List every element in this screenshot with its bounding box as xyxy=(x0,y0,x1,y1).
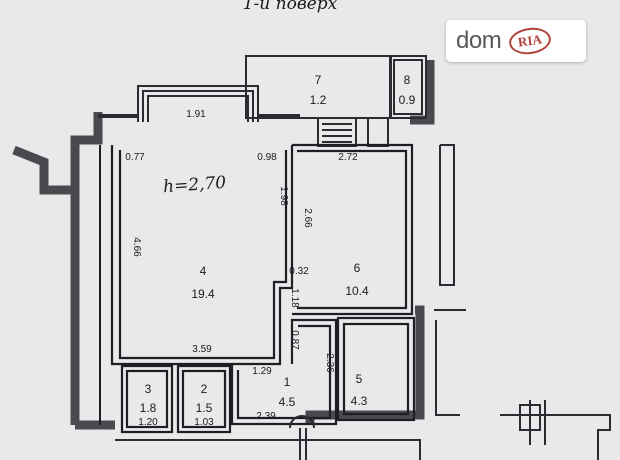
room-6-number: 6 xyxy=(354,261,361,275)
room-4-number: 4 xyxy=(200,264,207,278)
dom-ria-watermark: dom RIA xyxy=(446,20,586,62)
ceiling-height-note: h=2,70 xyxy=(163,173,227,197)
dimension-label: 2.36 xyxy=(324,353,335,373)
room-1-outline xyxy=(230,318,338,426)
dimension-label: 2.66 xyxy=(302,208,313,228)
room-8-number: 8 xyxy=(404,73,411,87)
room-2-number: 2 xyxy=(201,382,208,396)
room-4-area: 19.4 xyxy=(191,287,215,301)
dimension-label: 1.98 xyxy=(278,186,289,206)
room-2-outline xyxy=(176,364,232,434)
room-walls xyxy=(99,143,416,434)
dimension-label: 0.32 xyxy=(289,266,309,277)
room-5-outline xyxy=(336,316,416,422)
watermark-brand: dom xyxy=(456,27,502,54)
dimension-label: 1.20 xyxy=(138,417,158,428)
dimension-label: 4.66 xyxy=(131,237,142,257)
room-3-outline xyxy=(120,364,174,434)
watermark-badge: RIA xyxy=(507,25,553,57)
room-5-area: 4.3 xyxy=(351,394,368,408)
dimension-label: 2.39 xyxy=(256,411,276,422)
room-5-number: 5 xyxy=(356,372,363,386)
room-3-number: 3 xyxy=(145,382,152,396)
room-6-outline xyxy=(292,143,414,316)
room-2-area: 1.5 xyxy=(196,401,213,415)
upper-block xyxy=(245,55,427,147)
dimension-label: 0.98 xyxy=(257,152,277,163)
room-3-area: 1.8 xyxy=(140,401,157,415)
room-labels: 7 1.2 8 0.9 4 19.4 6 10.4 3 1.8 2 1.5 1 … xyxy=(140,73,416,415)
bay-window xyxy=(98,85,300,122)
neighbour-walls xyxy=(115,144,611,460)
room-7-area: 1.2 xyxy=(310,93,327,107)
dimension-label: 2.72 xyxy=(338,152,358,163)
dimension-label: 1.18 xyxy=(289,288,300,308)
dimension-label: 0.87 xyxy=(289,330,300,350)
room-4-outline xyxy=(110,145,294,366)
dimension-labels: 1.91 0.77 0.98 2.72 4.66 1.98 2.66 0.32 … xyxy=(125,109,358,428)
dimension-label: 3.59 xyxy=(192,344,212,355)
dimension-label: 0.77 xyxy=(125,152,145,163)
floor-heading: 1-й поверх xyxy=(243,0,338,14)
room-1-number: 1 xyxy=(284,375,291,389)
room-6-area: 10.4 xyxy=(345,284,369,298)
dimension-label: 1.03 xyxy=(194,417,214,428)
room-1-area: 4.5 xyxy=(279,395,296,409)
dimension-label: 1.29 xyxy=(252,366,272,377)
dimension-label: 1.91 xyxy=(186,109,206,120)
room-7-number: 7 xyxy=(315,73,322,87)
room-8-area: 0.9 xyxy=(399,93,416,107)
